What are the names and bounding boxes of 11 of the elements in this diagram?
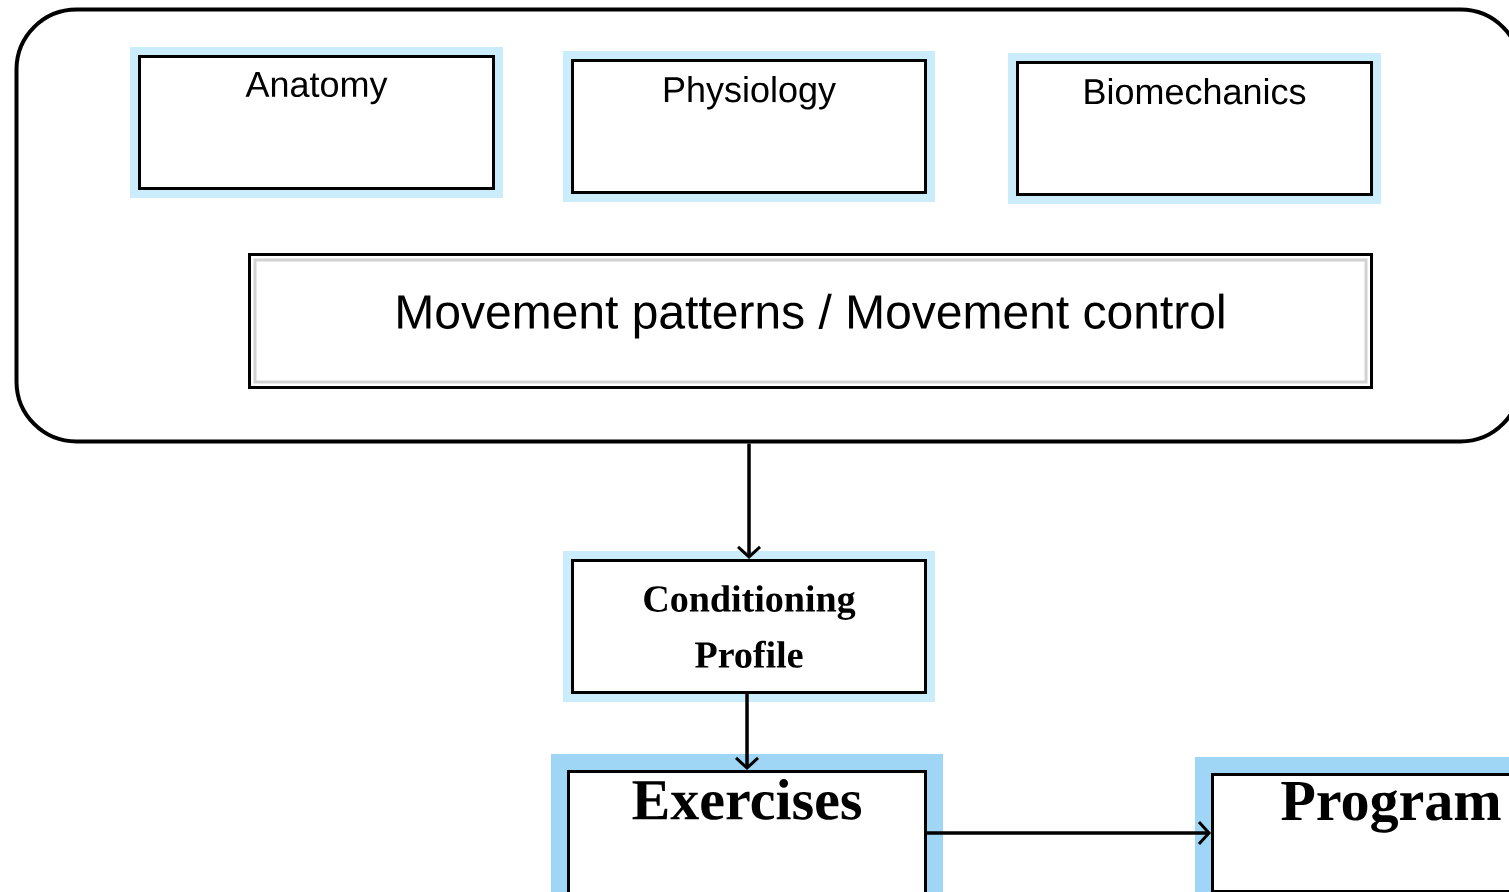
process-box: Exercises: [551, 754, 943, 892]
process-box: Physiology: [563, 51, 935, 202]
arrow: [735, 694, 759, 770]
process-box: Movement patterns / Movement control: [248, 253, 1373, 389]
process-box: Anatomy: [130, 47, 503, 198]
arrow: [927, 821, 1211, 845]
group-panel: [14, 7, 1509, 444]
arrow: [737, 443, 761, 559]
process-box: Conditioning Profile: [563, 551, 935, 702]
process-box: Program: [1195, 757, 1509, 892]
process-box: Biomechanics: [1008, 53, 1381, 204]
